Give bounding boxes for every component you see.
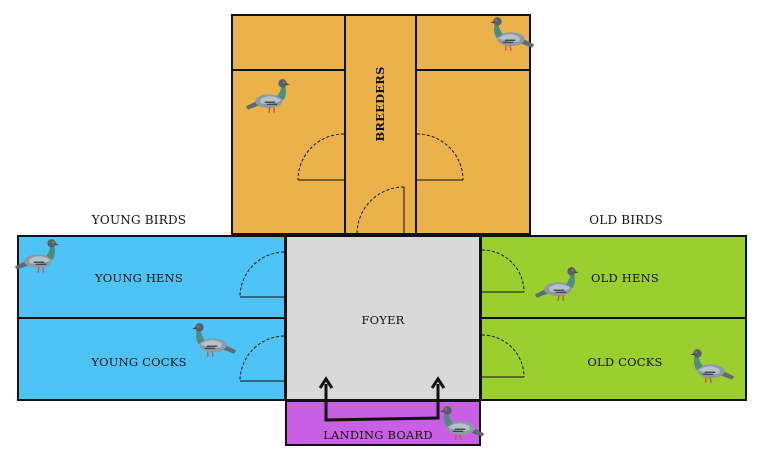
breeders-section bbox=[231, 14, 531, 235]
door-swing-icon bbox=[481, 334, 525, 378]
old-cocks-room bbox=[480, 317, 747, 401]
door-swing-icon bbox=[297, 133, 345, 181]
foyer-room bbox=[285, 235, 481, 401]
arrow-up-icon bbox=[430, 376, 446, 389]
door-swing-icon bbox=[481, 249, 525, 293]
door-swing-icon bbox=[239, 335, 285, 382]
young-birds-section bbox=[17, 235, 286, 401]
breeders-label: BREEDERS bbox=[373, 66, 387, 142]
young-hens-room bbox=[17, 235, 286, 319]
landing-board-label: LANDING BOARD bbox=[323, 428, 433, 442]
door-swing-icon bbox=[239, 251, 285, 298]
young-cocks-room bbox=[17, 317, 286, 401]
old-birds-section bbox=[480, 235, 747, 401]
young-birds-label: YOUNG BIRDS bbox=[91, 213, 187, 227]
young-hens-label: YOUNG HENS bbox=[95, 271, 183, 285]
old-hens-label: OLD HENS bbox=[591, 271, 659, 285]
young-cocks-label: YOUNG COCKS bbox=[91, 355, 187, 369]
breeders-room bbox=[231, 14, 531, 235]
old-hens-room bbox=[480, 235, 747, 319]
flight-path bbox=[318, 376, 446, 422]
door-swing-icon bbox=[416, 133, 464, 181]
old-cocks-label: OLD COCKS bbox=[587, 355, 663, 369]
foyer-label: FOYER bbox=[361, 313, 405, 327]
door-swing-icon bbox=[356, 186, 405, 235]
old-birds-label: OLD BIRDS bbox=[589, 213, 663, 227]
arrow-up-icon bbox=[318, 376, 334, 389]
